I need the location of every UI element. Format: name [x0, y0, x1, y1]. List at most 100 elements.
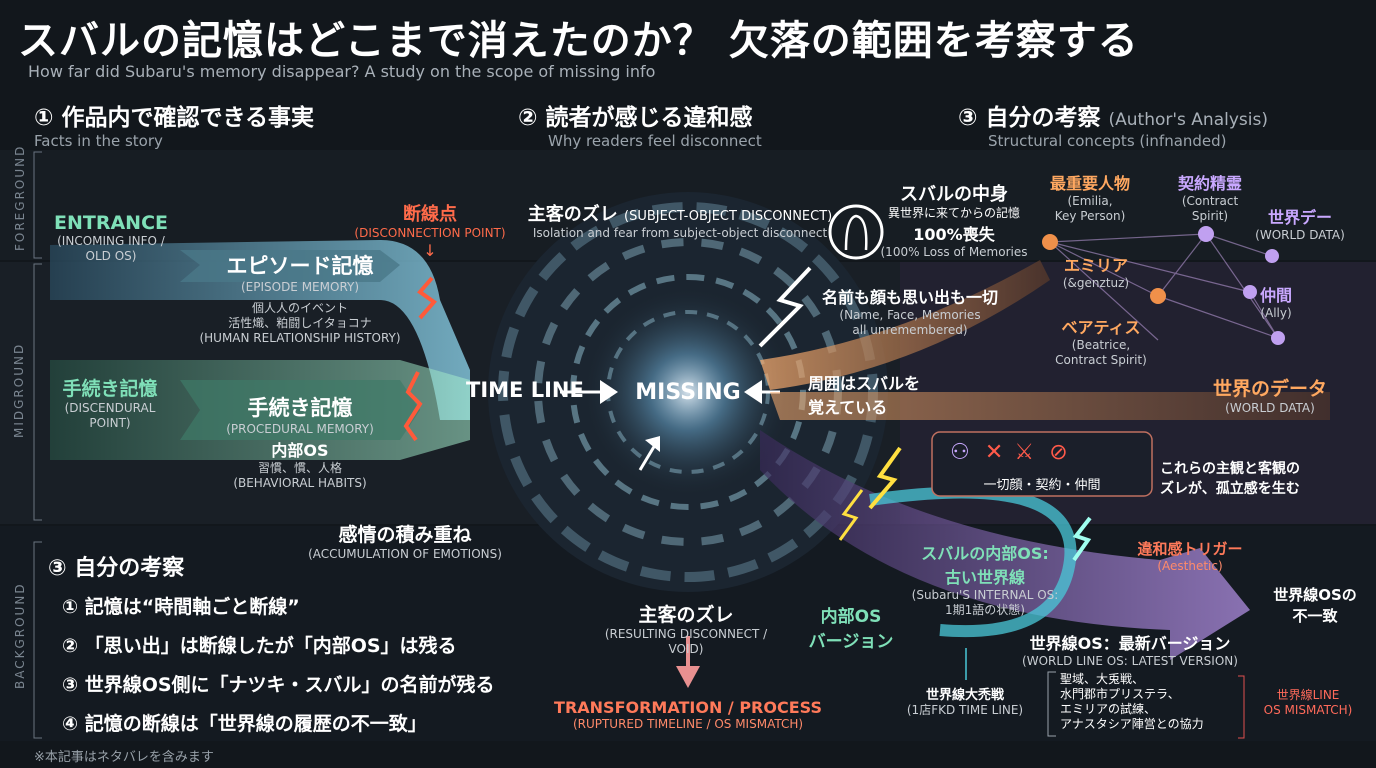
procedural-desc-2: (BEHAVIORAL HABITS): [233, 476, 367, 490]
contents-desc-1: 異世界に来てからの記憶: [887, 206, 1020, 220]
episode-en: (EPISODE MEMORY): [240, 280, 360, 294]
world-os-latest-title: 世界線OS：最新バージョン: [1029, 634, 1231, 653]
key-person-node: 最重要人物 (Emilia, Key Person): [1030, 170, 1150, 224]
column-header-reader: ② 読者が感じる違和感 Why readers feel disconnect: [518, 98, 762, 150]
contents-desc-3: (100% Loss of Memories: [880, 245, 1028, 259]
contract-title: 契約精霊: [1177, 174, 1242, 193]
mismatch-label-block: 世界線LINE OS MISMATCH): [1250, 688, 1366, 718]
contract-spirit-node: 契約精霊 (Contract Spirit): [1150, 170, 1270, 224]
band-label-foreground: FOREGROUND: [13, 144, 27, 251]
ally-en: (Ally): [1260, 306, 1292, 320]
emotions-en: (ACCUMULATION OF EMOTIONS): [308, 547, 502, 561]
isolation-block: これらの主観と客観の ズレが、孤立感を生む: [1160, 458, 1300, 498]
internal-version-line-1: 内部OS: [820, 607, 882, 627]
world-os-latest-block: 世界線OS：最新バージョン (WORLD LINE OS: LATEST VER…: [1010, 630, 1250, 669]
emilia-node: エミリア (&genztuz): [1046, 252, 1146, 291]
isolation-line-1: これらの主観と客観の: [1160, 461, 1300, 477]
procedural-title: 手続き記憶: [247, 396, 353, 420]
contract-en-2: Spirit): [1191, 209, 1229, 223]
down-arrow-icon: ↓: [423, 241, 437, 260]
emilia-title: エミリア: [1063, 256, 1128, 275]
internal-version-line-2: バージョン: [808, 632, 894, 652]
so-top-en: (SUBJECT-OBJECT DISCONNECT): [624, 209, 833, 224]
mismatch-line-1: 世界線LINE: [1276, 688, 1340, 702]
so-bottom-en-1: (RESULTING DISCONNECT /: [604, 627, 768, 641]
column-subtitle: Structural concepts (infnanded): [988, 132, 1227, 150]
contents-title: スバルの中身: [900, 184, 1008, 205]
procedural-left-title: 手続き記憶: [62, 378, 158, 400]
band-label-midground: MIDGROUND: [12, 342, 26, 438]
procedural-left-label: 手続き記憶 (DISCENDURAL POINT): [46, 374, 174, 431]
subject-object-top: 主客のズレ (SUBJECT-OBJECT DISCONNECT) Isolat…: [500, 200, 860, 241]
beatrice-en-2: Contract Spirit): [1055, 353, 1147, 367]
trigger-block: 違和感トリガー (Aesthetic): [1120, 538, 1260, 574]
beatrice-node: ベアティス (Beatrice, Contract Spirit): [1036, 314, 1166, 368]
world-os-latest-en: (WORLD LINE OS: LATEST VERSION): [1022, 654, 1238, 668]
column-title-en: (Author's Analysis): [1108, 110, 1268, 130]
names-en-2: all unremembered): [852, 323, 968, 337]
entrance-desc: (INCOMING INFO / OLD OS): [57, 234, 165, 263]
so-bottom-title: 主客のズレ: [638, 604, 734, 626]
event-item: 水門郡市プリステラ、: [1060, 687, 1180, 701]
people-icon: ⚇: [950, 440, 970, 465]
internal-version-block: 内部OS バージョン: [796, 602, 906, 652]
entrance-title: ENTRANCE: [54, 212, 168, 234]
loop-block: 周囲はスバルを 覚えている: [808, 370, 920, 418]
icons-caption: 一切顔・契約・仲間: [983, 478, 1101, 493]
emotions-block: 感情の積み重ね (ACCUMULATION OF EMOTIONS): [290, 520, 520, 562]
episode-desc-1: 個人人のイベント: [251, 301, 348, 315]
key-person-title: 最重要人物: [1049, 174, 1130, 193]
analysis-item: ② 「思い出」は断線したが「内部OS」は残る: [62, 635, 457, 657]
episode-desc-3: (HUMAN RELATIONSHIP HISTORY): [199, 331, 401, 345]
world-data-title: 世界のデータ: [1212, 378, 1327, 400]
analysis-item: ③ 世界線OS側に「ナツキ・スバル」の名前が残る: [62, 674, 495, 696]
ally-node: 仲間 (Ally): [1246, 282, 1306, 321]
column-header-analysis: ③ 自分の考察 (Author's Analysis) Structural c…: [958, 98, 1268, 150]
subject-object-bottom: 主客のズレ (RESULTING DISCONNECT / VOID): [586, 600, 786, 657]
page-subtitle: How far did Subaru's memory disappear? A…: [28, 62, 656, 81]
key-person-en-2: Key Person): [1054, 209, 1126, 223]
column-subtitle: Facts in the story: [34, 132, 163, 150]
subaru-contents: スバルの中身 異世界に来てからの記憶 100%喪失 (100% Loss of …: [864, 180, 1044, 260]
world-os-mismatch-line-1: 世界線OSの: [1273, 586, 1357, 604]
procedural-en: (PROCEDURAL MEMORY): [226, 422, 374, 436]
world-war-en: (1店FKD TIME LINE): [906, 703, 1024, 717]
so-top-sub: Isolation and fear from subject-object d…: [532, 226, 828, 240]
beatrice-title: ベアティス: [1061, 318, 1141, 337]
contents-desc-2: 100%喪失: [913, 225, 995, 244]
timeline-label: TIME LINE: [466, 378, 584, 402]
analysis-item: ④ 記憶の断線は「世界線の履歴の不一致」: [62, 713, 427, 735]
page-title: スバルの記憶はどこまで消えたのか？ 欠落の範囲を考察する: [18, 18, 1139, 64]
disconnection-title: 断線点: [403, 204, 457, 225]
column-title: ① 作品内で確認できる事実: [34, 105, 315, 131]
analysis-panel: ③ 自分の考察 ① 記憶は“時間軸ごと断線” ② 「思い出」は断線したが「内部O…: [34, 540, 530, 740]
world-os-mismatch-block: 世界線OSの 不一致: [1260, 584, 1370, 626]
event-item: エミリアの試練、: [1060, 702, 1157, 716]
internal-os-en-1: (Subaru'S INTERNAL OS:: [911, 588, 1059, 602]
transformation-block: TRANSFORMATION / PROCESS (RUPTURED TIMEL…: [548, 698, 828, 732]
trigger-en: (Aesthetic): [1157, 559, 1223, 573]
procedural-left-desc: (DISCENDURAL POINT): [64, 401, 156, 430]
world-data-node: 世界のデータ (WORLD DATA): [1200, 374, 1340, 416]
episode-desc-2: 活性熾、粕闘しイタョコナ: [228, 316, 372, 330]
world-war-block: 世界線大禿戦 (1店FKD TIME LINE): [890, 684, 1040, 718]
event-item: アナスタシア陣営との協力: [1060, 717, 1204, 731]
names-block: 名前も顔も思い出も一切 (Name, Face, Memories all un…: [800, 284, 1020, 338]
internal-os-line-2: 古い世界線: [944, 568, 1025, 587]
transformation-en: (RUPTURED TIMELINE / OS MISMATCH): [572, 717, 804, 731]
isolation-line-2: ズレが、孤立感を生む: [1160, 481, 1300, 497]
world-data-top-node: 世界デー (WORLD DATA): [1240, 204, 1360, 243]
entrance-label: ENTRANCE (INCOMING INFO / OLD OS): [46, 212, 176, 264]
world-war-title: 世界線大禿戦: [925, 688, 1004, 703]
band-label-background: BACKGROUND: [13, 582, 27, 689]
icon-row: ⚇ ✕ ⚔ ⊘: [950, 440, 1140, 465]
so-bottom-en-2: VOID): [668, 642, 704, 656]
key-person-en-1: (Emilia,: [1067, 194, 1113, 208]
broken-link-icon: ⊘: [1049, 440, 1068, 465]
internal-os-line-1: スバルの内部OS:: [921, 544, 1049, 563]
disconnection-point: 断線点 (DISCONNECTION POINT) ↓: [340, 200, 520, 260]
emotions-title: 感情の積み重ね: [338, 524, 472, 546]
names-title: 名前も顔も思い出も一切: [821, 288, 998, 307]
world-os-mismatch-line-2: 不一致: [1292, 607, 1338, 625]
